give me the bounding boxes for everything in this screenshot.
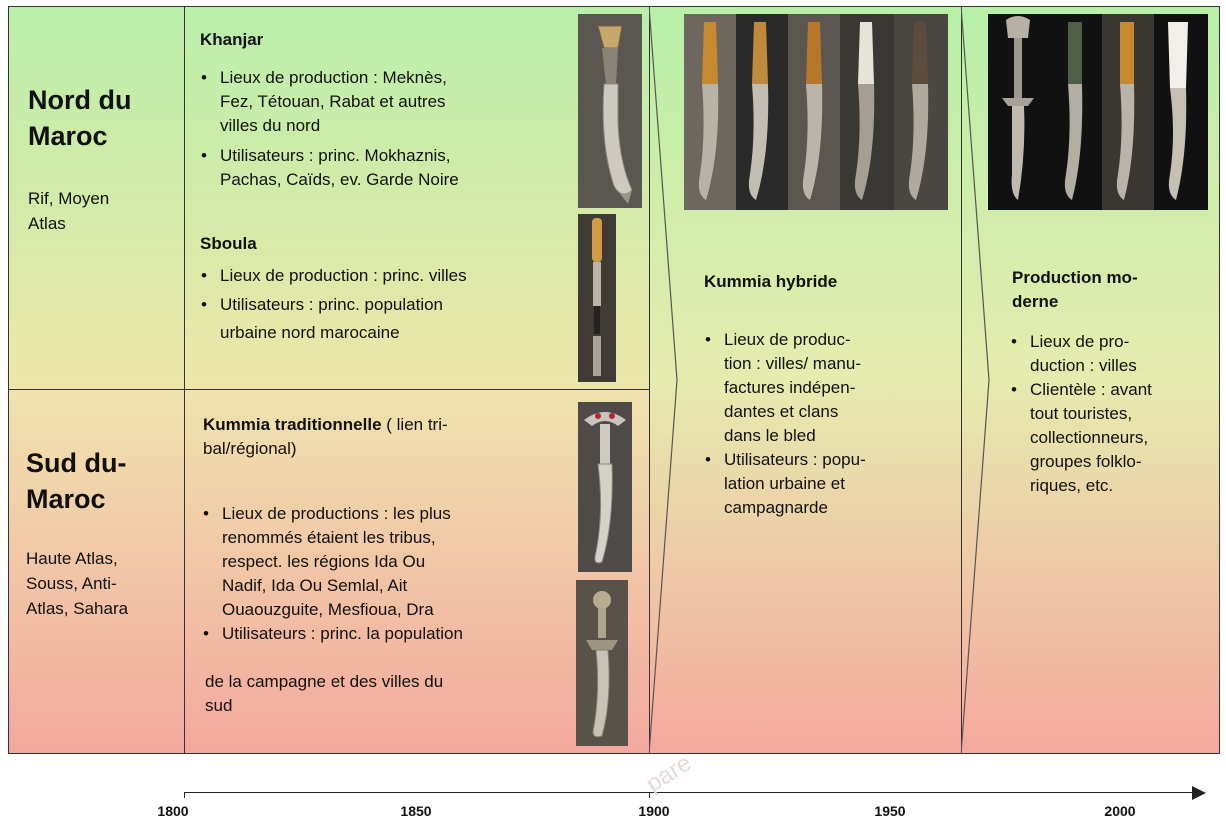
sboula-title: Sboula [200, 232, 257, 256]
timeline-arrow-icon [1192, 786, 1208, 800]
kummia-hybride-bullets: Lieux de produc-tion : villes/ manu-fact… [700, 328, 950, 520]
timeline-axis [184, 792, 1194, 793]
timeline-label: 2000 [1090, 803, 1150, 819]
production-moderne-title: Production mo- derne [1012, 266, 1138, 314]
sboula-bullets: Lieux de production : princ. villes Util… [196, 264, 576, 347]
timeline-tick [184, 792, 185, 798]
timeline-label: 1900 [624, 803, 684, 819]
list-item: Utilisateurs : princ. Mokhaznis,Pachas, … [196, 144, 576, 192]
list-item: Lieux de produc-tion : villes/ manu-fact… [700, 328, 950, 448]
kummia-hybride-title: Kummia hybride [704, 270, 837, 294]
list-item: Lieux de production : Meknès,Fez, Tétoua… [196, 66, 576, 138]
region-divider-line [184, 6, 185, 754]
list-item: Utilisateurs : popu-lation urbaine etcam… [700, 448, 950, 520]
timeline-tick [649, 792, 650, 798]
list-item: Lieux de productions : les plusrenommés … [198, 502, 578, 622]
kummia-traditional-dagger-image [578, 402, 632, 572]
north-subtitle: Rif, Moyen Atlas [28, 186, 109, 236]
timeline-label: 1950 [860, 803, 920, 819]
north-south-divider [8, 389, 650, 390]
khanjar-title: Khanjar [200, 28, 263, 52]
kummia-hybride-daggers-image [684, 14, 948, 210]
list-item: Utilisateurs : princ. populationurbaine … [196, 291, 576, 347]
sboula-dagger-image [578, 214, 616, 382]
chevron-arrow-icon [649, 6, 679, 754]
khanjar-dagger-image [578, 14, 642, 208]
kummia-trad-title: Kummia traditionnelle ( lien tri- bal/ré… [203, 413, 448, 461]
list-item: Lieux de production : princ. villes [196, 264, 576, 288]
south-subtitle: Haute Atlas, Souss, Anti- Atlas, Sahara [26, 546, 128, 621]
production-moderne-bullets: Lieux de pro-duction : villes Clientèle … [1006, 330, 1216, 498]
list-item: Utilisateurs : princ. la population [198, 622, 578, 646]
kummia-traditional-dagger-image [576, 580, 628, 746]
khanjar-bullets: Lieux de production : Meknès,Fez, Tétoua… [196, 66, 576, 192]
kummia-trad-bullets: Lieux de productions : les plusrenommés … [198, 502, 578, 646]
modern-production-daggers-image [988, 14, 1208, 210]
south-title: Sud du- Maroc [26, 445, 126, 517]
timeline-label: 1800 [143, 803, 203, 819]
list-item: Lieux de pro-duction : villes [1006, 330, 1216, 378]
north-title: Nord du Maroc [28, 82, 131, 154]
timeline-label: 1850 [386, 803, 446, 819]
chevron-arrow-icon [961, 6, 991, 754]
kummia-trad-bullet2-cont: de la campagne et des villes du sud [205, 670, 443, 718]
